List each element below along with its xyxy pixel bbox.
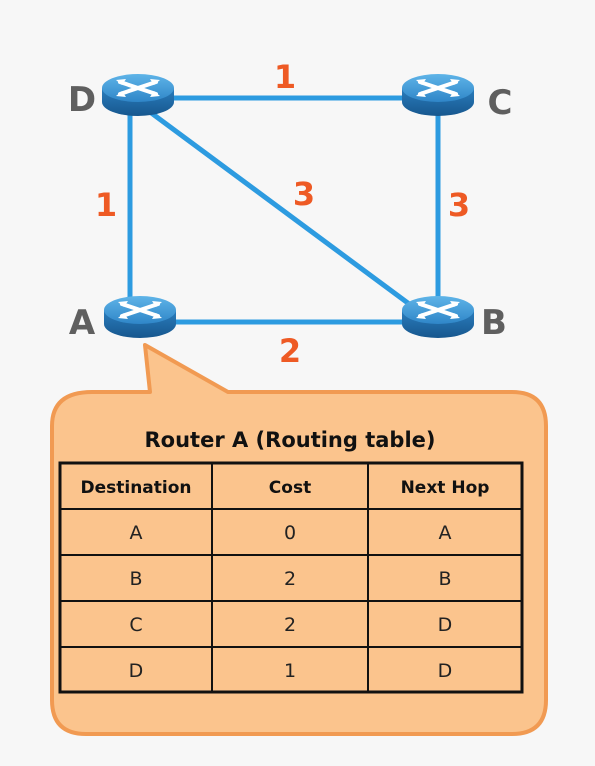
cost-label-d-a: 1 (95, 186, 117, 224)
routing-table-frame (58, 461, 524, 694)
cost-label-d-c: 1 (274, 58, 296, 96)
table-cell-cost: 0 (284, 522, 296, 544)
node-label-a: A (69, 303, 96, 343)
router-a-icon (104, 296, 176, 338)
table-cell-destination: C (129, 614, 142, 636)
cost-label-c-b: 3 (448, 186, 470, 224)
node-labels: D C A B (68, 80, 513, 343)
table-cell-cost: 2 (284, 568, 296, 590)
router-c-icon (402, 74, 474, 116)
routing-table: Destination Cost Next Hop A 0 A B 2 B C … (58, 461, 524, 694)
table-cell-next-hop: D (438, 660, 453, 682)
links (127, 95, 441, 325)
table-header-destination: Destination (80, 478, 191, 498)
router-b-icon (402, 296, 474, 338)
table-cell-destination: D (129, 660, 144, 682)
table-header-cost: Cost (269, 478, 311, 498)
cost-labels: 1 1 3 3 2 (95, 58, 470, 370)
link-d-b (148, 109, 422, 315)
table-cell-cost: 1 (284, 660, 296, 682)
node-label-d: D (68, 80, 96, 120)
table-header-next-hop: Next Hop (401, 478, 490, 498)
table-cell-destination: B (129, 568, 142, 590)
table-cell-cost: 2 (284, 614, 296, 636)
table-cell-next-hop: B (438, 568, 451, 590)
cost-label-a-b: 2 (279, 332, 301, 370)
table-cell-destination: A (130, 522, 143, 544)
routing-table-title: Router A (Routing table) (144, 428, 435, 452)
node-label-b: B (481, 303, 507, 343)
routers (102, 74, 474, 338)
cost-label-d-b: 3 (293, 175, 315, 213)
table-cell-next-hop: A (439, 522, 452, 544)
table-cell-next-hop: D (438, 614, 453, 636)
node-label-c: C (488, 83, 513, 123)
router-d-icon (102, 74, 174, 116)
